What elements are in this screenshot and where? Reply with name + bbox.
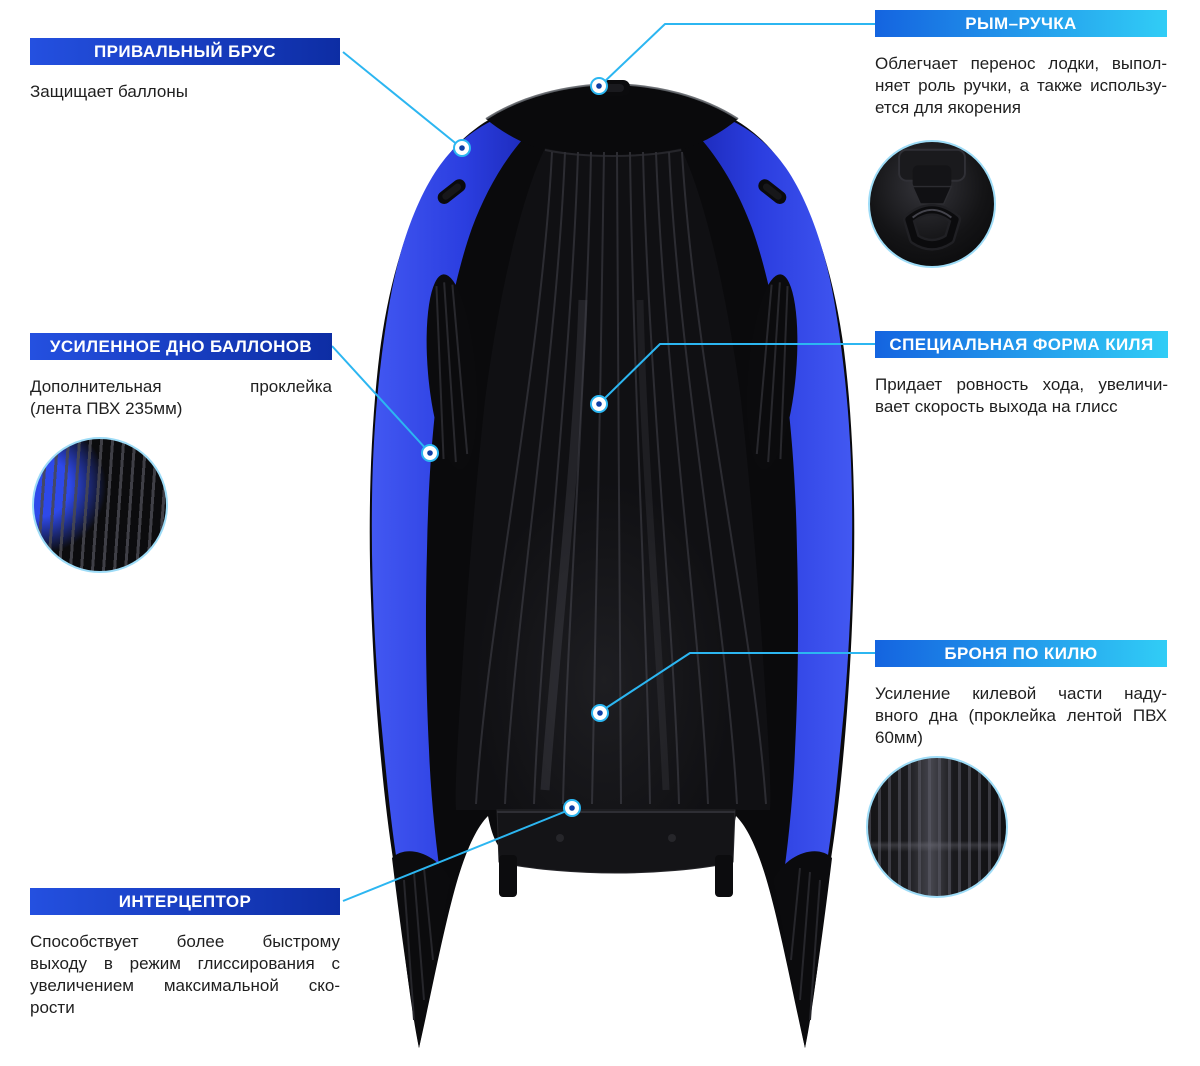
leader-lines bbox=[331, 23, 875, 902]
leader-reinforced-tube-bottom bbox=[331, 345, 428, 451]
transom bbox=[496, 809, 736, 874]
callout-desc-keel-armor: Усиление килевой части наду-вного дна (п… bbox=[875, 684, 1167, 747]
bow-handle-photo bbox=[868, 140, 996, 268]
callout-desc-bow-handle: Облегчает перенос лодки, выпол-няет роль… bbox=[875, 54, 1167, 117]
callout-title-interceptor: ИНТЕРЦЕПТОР bbox=[30, 888, 340, 915]
leader-bow-handle bbox=[601, 23, 875, 85]
callout-desc-keel-shape: Придает ровность хода, увеличи-вает скор… bbox=[875, 375, 1168, 416]
callout-keel-armor: БРОНЯ ПО КИЛЮ Усиление килевой части над… bbox=[875, 640, 1167, 749]
bow-handle-photo-drawing bbox=[898, 148, 966, 251]
leader-keel-armor bbox=[602, 652, 875, 711]
marker-keel-shape bbox=[590, 395, 608, 413]
boat bbox=[369, 80, 855, 1048]
right-side-handle bbox=[758, 179, 787, 204]
callout-reinforced-tube-bottom: УСИЛЕННОЕ ДНО БАЛЛОНОВ Дополнительная пр… bbox=[30, 333, 332, 420]
callout-title-keel-shape: СПЕЦИАЛЬНАЯ ФОРМА КИЛЯ bbox=[875, 331, 1168, 358]
callout-title-bow-handle: РЫМ–РУЧКА bbox=[875, 10, 1167, 37]
transom-bracket-right bbox=[715, 855, 733, 897]
tube-bottom-texture-photo bbox=[32, 437, 168, 573]
keel-armor-texture-photo bbox=[866, 756, 1008, 898]
callout-desc-reinforced-tube-bottom: Дополнительная проклейка(лента ПВХ 235мм… bbox=[30, 377, 332, 418]
callout-desc-gunwale-guard: Защищает баллоны bbox=[30, 82, 188, 101]
leader-interceptor bbox=[342, 809, 570, 902]
marker-interceptor bbox=[563, 799, 581, 817]
leader-gunwale-guard bbox=[342, 51, 460, 147]
callout-gunwale-guard: ПРИВАЛЬНЫЙ БРУС Защищает баллоны bbox=[30, 38, 340, 103]
leader-keel-shape bbox=[601, 343, 875, 402]
left-side-handle bbox=[437, 179, 466, 204]
left-cone bbox=[392, 851, 451, 1048]
marker-keel-armor bbox=[591, 704, 609, 722]
marker-reinforced-tube-bottom bbox=[421, 444, 439, 462]
callout-title-keel-armor: БРОНЯ ПО КИЛЮ bbox=[875, 640, 1167, 667]
right-tube-blue bbox=[684, 104, 853, 1012]
left-tube-blue bbox=[371, 104, 540, 1012]
right-tube-patch bbox=[746, 274, 798, 470]
callout-keel-shape: СПЕЦИАЛЬНАЯ ФОРМА КИЛЯ Придает ровность … bbox=[875, 331, 1168, 418]
left-tube-patch bbox=[426, 274, 478, 470]
transom-bracket-left bbox=[499, 855, 517, 897]
callout-title-gunwale-guard: ПРИВАЛЬНЫЙ БРУС bbox=[30, 38, 340, 65]
callout-title-reinforced-tube-bottom: УСИЛЕННОЕ ДНО БАЛЛОНОВ bbox=[30, 333, 332, 360]
marker-bow-handle bbox=[590, 77, 608, 95]
callout-markers bbox=[421, 77, 609, 817]
callout-bow-handle: РЫМ–РУЧКА Облегчает перенос лодки, выпол… bbox=[875, 10, 1167, 119]
right-cone bbox=[773, 851, 832, 1048]
marker-gunwale-guard bbox=[453, 139, 471, 157]
bow-cap bbox=[486, 84, 738, 161]
